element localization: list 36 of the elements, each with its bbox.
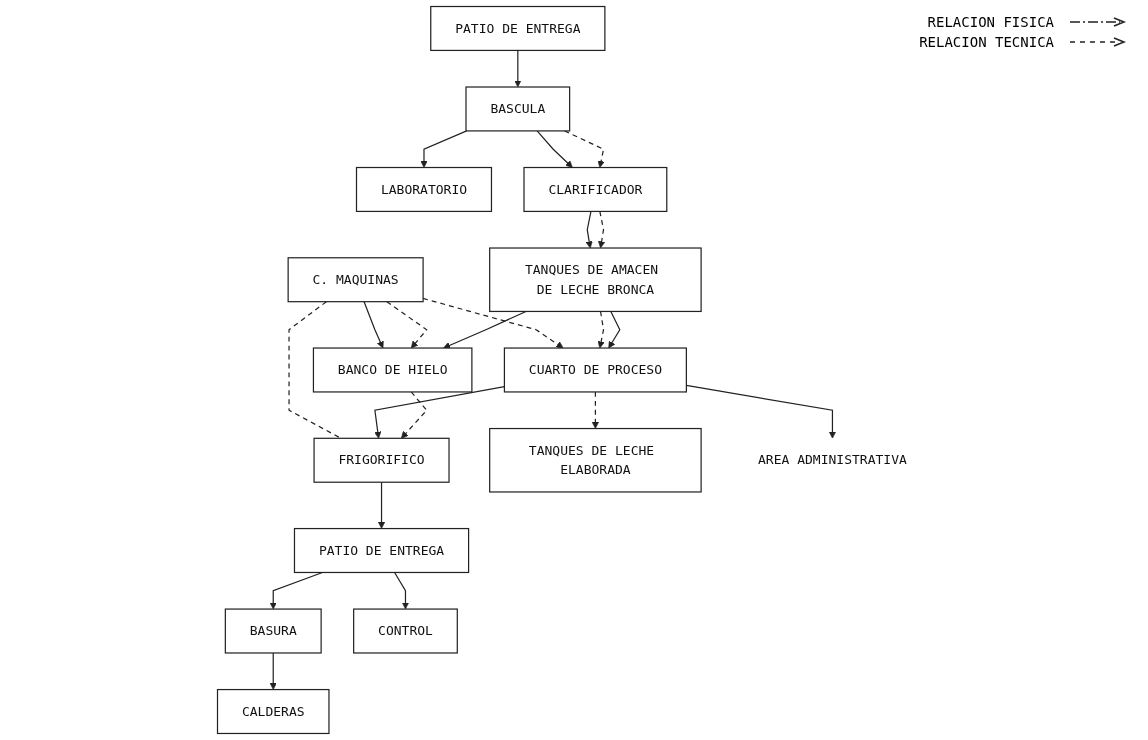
- arrow: [422, 297, 564, 349]
- arrow: [597, 210, 605, 249]
- node-box: BASCULA: [465, 86, 570, 132]
- arrow: [536, 130, 573, 168]
- arrow: [400, 391, 428, 439]
- node-box: CONTROL: [352, 608, 458, 654]
- arrow: [420, 130, 467, 168]
- arrow: [597, 310, 605, 349]
- node-text: AREA ADMINISTRATIVA: [757, 452, 907, 468]
- node-box: CALDERAS: [216, 688, 330, 735]
- arrow: [269, 652, 277, 690]
- arrow: [385, 301, 428, 349]
- node-box: BANCO DE HIELO: [312, 347, 473, 393]
- arrow: [393, 571, 409, 610]
- node-box: LABORATORIO: [355, 166, 492, 213]
- arrow: [585, 210, 593, 249]
- arrow: [442, 310, 527, 349]
- node-box: C. MAQUINAS: [287, 257, 424, 303]
- node-box: PATIO DE ENTREGA: [429, 5, 606, 52]
- arrow: [685, 384, 836, 439]
- arrow: [591, 391, 599, 429]
- arrow: [513, 49, 521, 88]
- node-box: PATIO DE ENTREGA: [293, 527, 469, 574]
- arrow: [373, 386, 505, 439]
- arrow: [363, 301, 384, 349]
- arrow: [608, 310, 621, 349]
- node-box: BASURA: [224, 608, 322, 654]
- node-box: CUARTO DE PROCESO: [503, 347, 687, 393]
- node-box: FRIGORIFICO: [313, 437, 450, 483]
- node-box: TANQUES DE LECHE ELABORADA: [488, 427, 702, 493]
- arrow: [269, 571, 323, 610]
- legend-text: RELACION TECNICA: [919, 34, 1054, 50]
- node-box: CLARIFICADOR: [523, 166, 667, 213]
- arrow: [377, 481, 385, 529]
- legend-text: RELACION FISICA: [927, 14, 1054, 30]
- node-box: TANQUES DE AMACEN DE LECHE BRONCA: [488, 247, 702, 313]
